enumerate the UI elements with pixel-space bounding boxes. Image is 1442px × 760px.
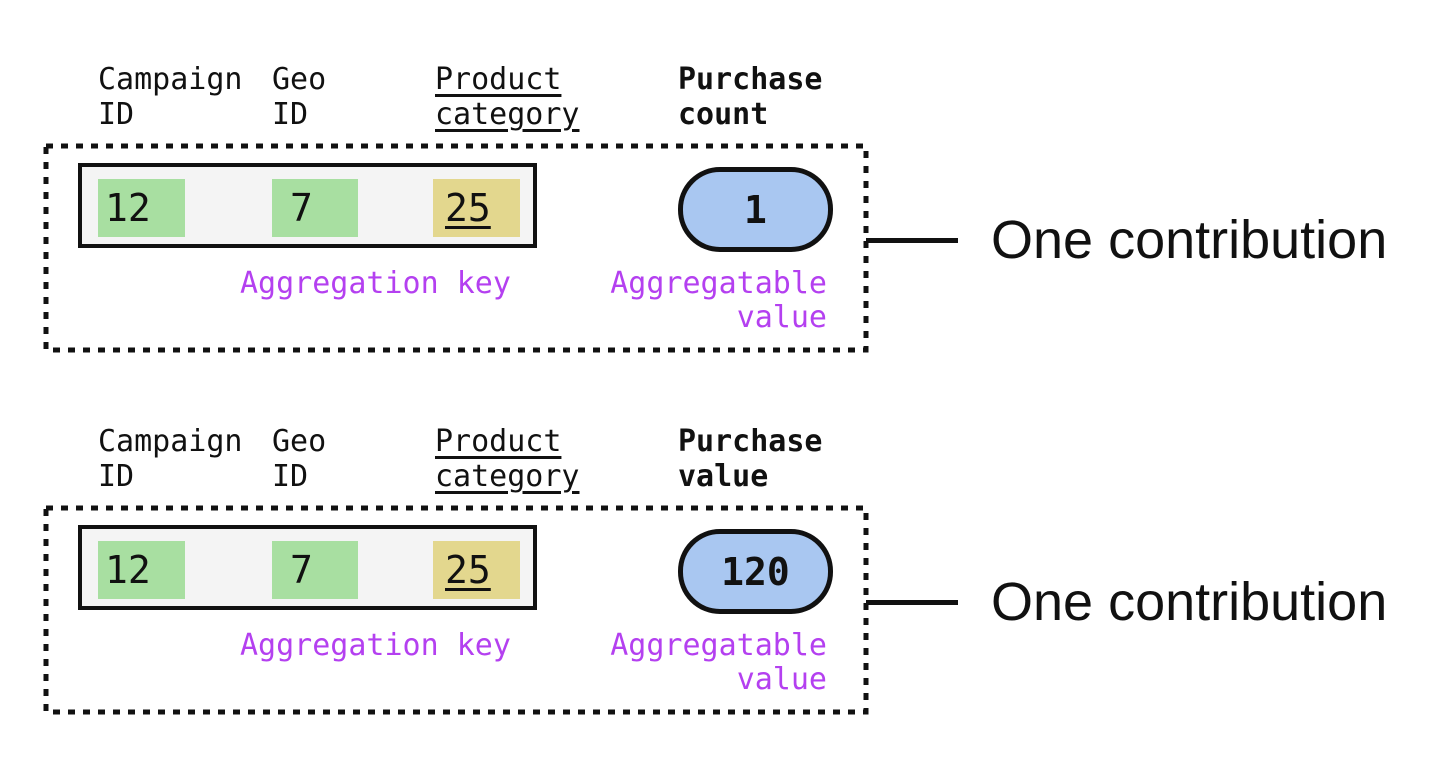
campaign-id-value: 12 bbox=[105, 548, 151, 592]
product-category-cell: 25 bbox=[433, 179, 520, 237]
column-header-campaign-id: Campaign ID bbox=[98, 424, 243, 494]
aggregatable-value-label: Aggregatable value bbox=[610, 628, 827, 697]
contribution-section-purchase-value: Campaign ID Geo ID Product category Purc… bbox=[0, 362, 1442, 724]
product-category-value: 25 bbox=[445, 186, 491, 230]
aggregation-key-label: Aggregation key bbox=[240, 628, 511, 663]
geo-id-value: 7 bbox=[290, 548, 313, 592]
callout-connector-line bbox=[866, 238, 958, 243]
callout-connector-line bbox=[866, 600, 958, 605]
column-header-purchase-count: Purchase count bbox=[678, 62, 823, 132]
product-category-value: 25 bbox=[445, 548, 491, 592]
contribution-boundary-dashed-box bbox=[43, 505, 869, 715]
event-record-row: 12 7 25 bbox=[78, 163, 537, 248]
product-category-cell: 25 bbox=[433, 541, 520, 599]
aggregatable-value-pill: 120 bbox=[678, 529, 833, 614]
campaign-id-cell: 12 bbox=[98, 541, 185, 599]
column-header-purchase-value: Purchase value bbox=[678, 424, 823, 494]
geo-id-cell: 7 bbox=[272, 541, 358, 599]
campaign-id-value: 12 bbox=[105, 186, 151, 230]
event-record-row: 12 7 25 bbox=[78, 525, 537, 610]
column-header-product-category: Product category bbox=[435, 62, 580, 132]
contribution-section-purchase-count: Campaign ID Geo ID Product category Purc… bbox=[0, 0, 1442, 362]
column-header-campaign-id: Campaign ID bbox=[98, 62, 243, 132]
aggregatable-value-number: 120 bbox=[721, 549, 790, 594]
one-contribution-callout: One contribution bbox=[991, 210, 1388, 270]
aggregatable-value-label: Aggregatable value bbox=[610, 266, 827, 335]
column-header-product-category: Product category bbox=[435, 424, 580, 494]
campaign-id-cell: 12 bbox=[98, 179, 185, 237]
geo-id-value: 7 bbox=[290, 186, 313, 230]
aggregation-key-label: Aggregation key bbox=[240, 266, 511, 301]
aggregatable-value-pill: 1 bbox=[678, 167, 833, 252]
aggregatable-value-number: 1 bbox=[744, 187, 767, 232]
column-header-geo-id: Geo ID bbox=[272, 62, 327, 132]
contribution-boundary-dashed-box bbox=[43, 143, 869, 353]
geo-id-cell: 7 bbox=[272, 179, 358, 237]
column-header-geo-id: Geo ID bbox=[272, 424, 327, 494]
one-contribution-callout: One contribution bbox=[991, 572, 1388, 632]
